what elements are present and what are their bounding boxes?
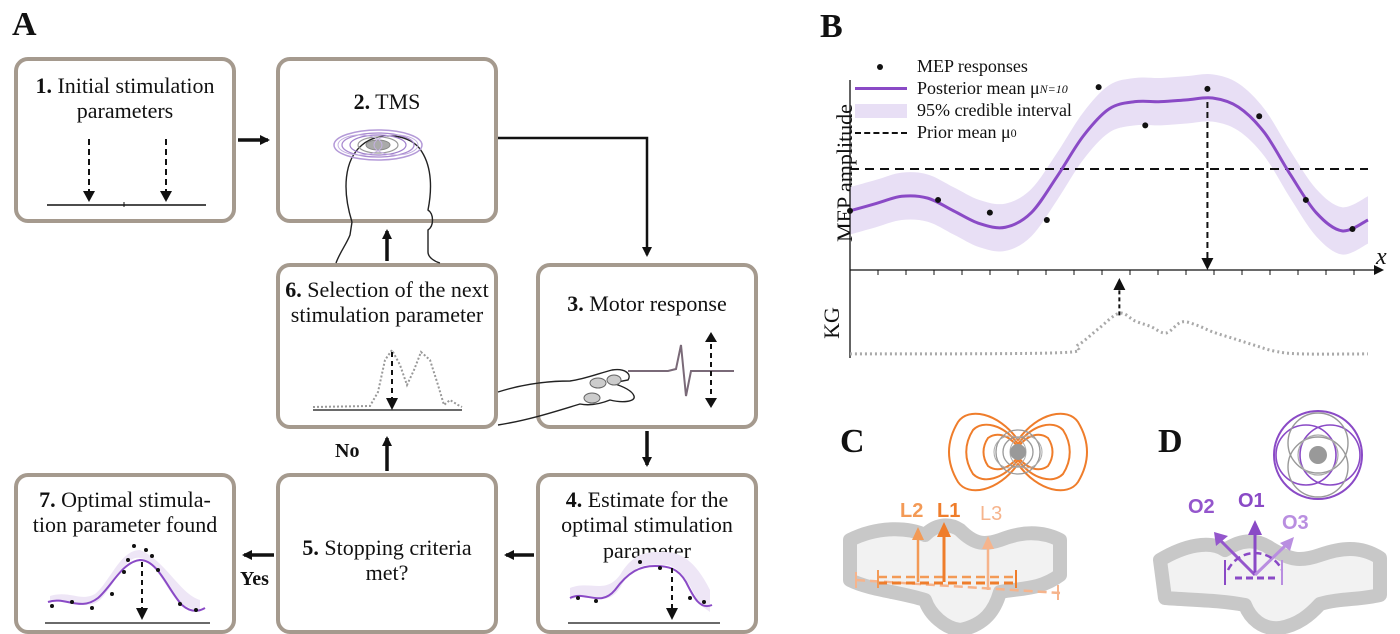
mep-point-4	[1095, 84, 1102, 91]
mep-point-9	[1349, 226, 1356, 233]
step5-title: 5. Stopping criteria met?	[302, 535, 472, 586]
mep-point-6	[1204, 85, 1211, 92]
mep-point-3	[1043, 216, 1050, 223]
panel-label-c: C	[840, 423, 865, 460]
step4-title: 4. Estimate for the optimal stimulation …	[561, 487, 733, 563]
panel-label-d: D	[1158, 423, 1183, 460]
flowchart-overlay	[45, 129, 734, 624]
x-axis-arrowhead	[1374, 265, 1384, 275]
legend-item-ci: 95% credible interval	[855, 100, 1072, 122]
label-o1: O1	[1238, 490, 1265, 512]
label-o3: O3	[1282, 512, 1309, 534]
step3-title: 3. Motor response	[567, 291, 727, 316]
arm-outline	[497, 368, 635, 426]
head-outline	[345, 135, 441, 264]
x-axis-label: x	[1376, 244, 1387, 270]
panel-label-b: B	[820, 8, 843, 45]
arrow-2-to-3	[498, 136, 652, 257]
step1-param-axis	[47, 139, 206, 207]
mep-point-2	[986, 209, 993, 216]
step7-title: 7. Optimal stimula-tion parameter found	[32, 487, 218, 538]
label-l3: L3	[980, 503, 1003, 525]
label-o2: O2	[1188, 496, 1215, 518]
step6-box: 6. Selection of the next stimulation par…	[276, 263, 498, 429]
step1-box: 1. Initial stimulation parameters	[14, 57, 236, 223]
mep-waveform	[628, 344, 734, 397]
panel-label-a: A	[12, 6, 37, 43]
kg-curve	[849, 311, 1369, 356]
label-l2: L2	[900, 500, 924, 522]
step5-box: 5. Stopping criteria met?	[276, 473, 498, 634]
tms-coil	[333, 129, 423, 161]
step1-title: 1. Initial stimulation parameters	[35, 73, 215, 124]
posterior-mean-line	[849, 96, 1369, 233]
mep-point-1	[935, 196, 942, 203]
mep-point-5	[1142, 122, 1149, 129]
yes-label: Yes	[240, 568, 269, 590]
mini-posterior-7	[47, 558, 206, 612]
step3-box: 3. Motor response	[536, 263, 758, 429]
mini-kg-curve	[312, 348, 463, 408]
mini-posterior-4	[569, 564, 713, 608]
step2-box: 2. TMS	[276, 57, 498, 223]
step2-title: 2. TMS	[353, 89, 421, 114]
credible-interval-band	[850, 74, 1368, 255]
step6-title: 6. Selection of the next stimulation par…	[285, 277, 489, 328]
no-label: No	[335, 440, 360, 462]
mep-point-8	[1302, 196, 1309, 203]
optimum-arrowhead	[1201, 258, 1214, 270]
mep-point-7	[1256, 113, 1263, 120]
legend-item-points: MEP responses	[855, 56, 1072, 78]
kg-max-arrowhead	[1113, 278, 1126, 290]
label-l1: L1	[937, 500, 961, 522]
